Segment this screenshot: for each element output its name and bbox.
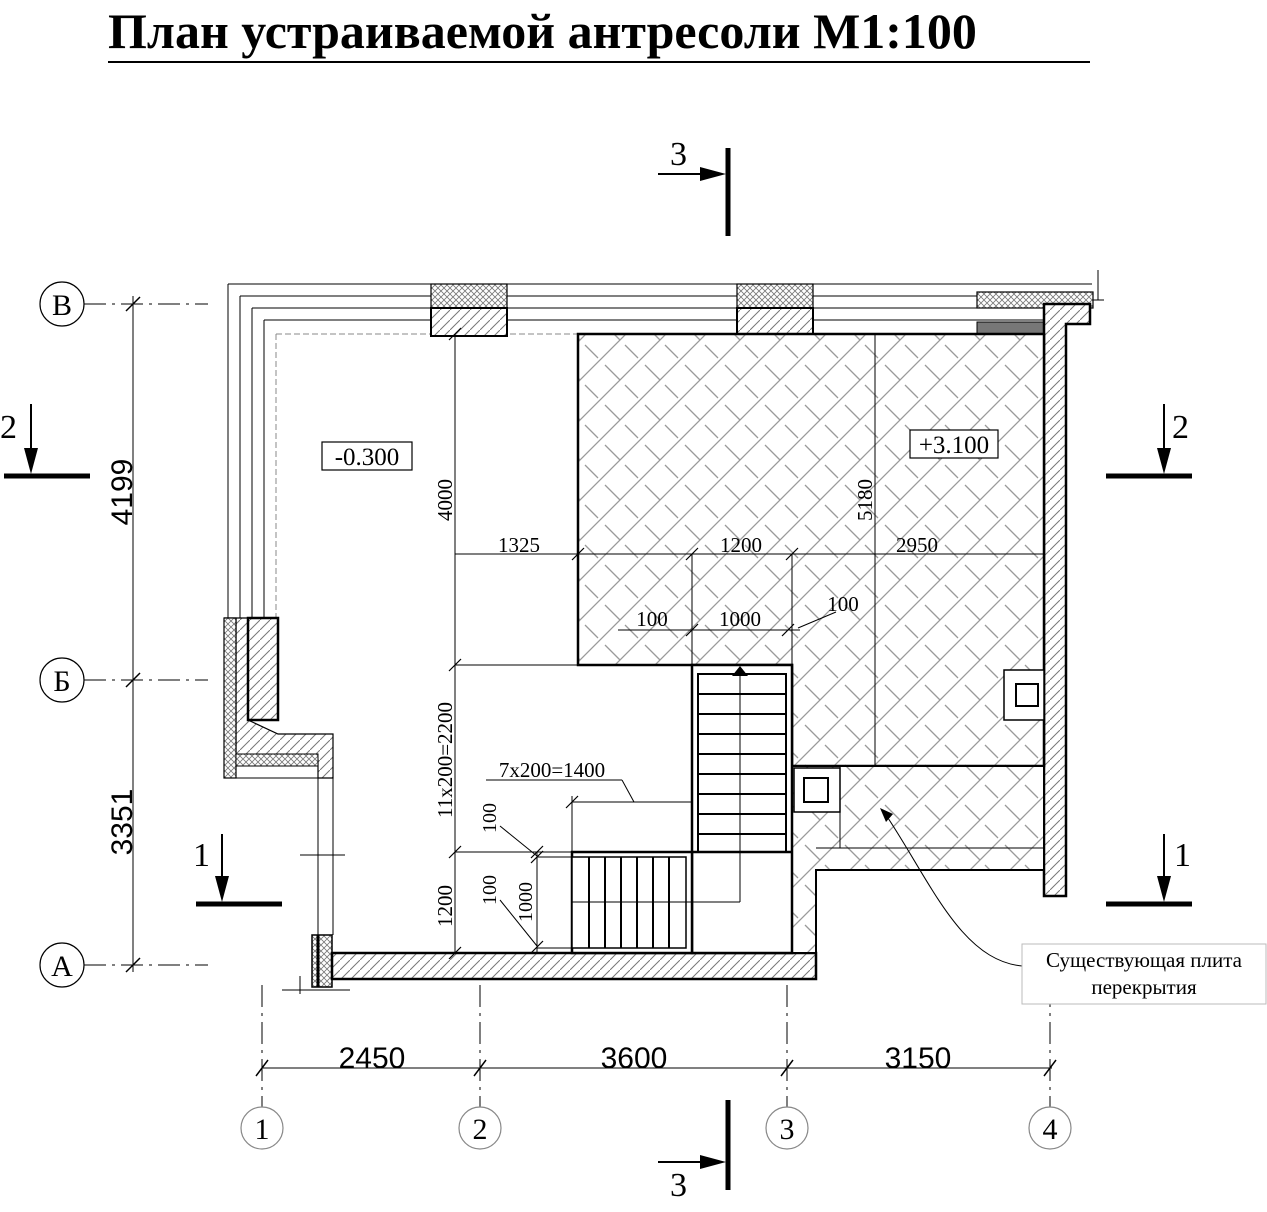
upper-stair-flight: [690, 663, 794, 955]
section-mark-2-left: 2: [0, 404, 90, 479]
axis-a-label: А: [51, 950, 73, 983]
dim-4000: 4000: [433, 479, 457, 521]
existing-slab-callout: Существующая плита перекрытия: [880, 808, 1267, 1005]
grid-row-v: В: [39, 281, 208, 327]
section-2-right-label: 2: [1172, 409, 1189, 446]
top-pier-1: [430, 283, 508, 337]
right-wall: [1042, 302, 1092, 898]
dim-100-left: 100: [636, 607, 668, 631]
stair-width-dim: [618, 611, 837, 637]
callout-line-2: перекрытия: [1091, 975, 1197, 999]
top-wall: [228, 270, 1104, 335]
section-mark-1-left: 1: [193, 834, 282, 907]
callout-line-1: Существующая плита: [1046, 948, 1243, 972]
lower-stair-flight: [570, 850, 740, 955]
vertical-dim-chain: [448, 327, 578, 960]
row-dim-3351: 3351: [106, 789, 139, 856]
dim-7x200: 7х200=1400: [499, 758, 605, 782]
grid-col-3: 3: [765, 985, 809, 1150]
lower-flight-dim: [499, 825, 572, 954]
mezzanine-level-text: +3.100: [919, 432, 989, 459]
lower-run-dim: [486, 779, 692, 852]
section-mark-3-bottom: 3: [658, 1100, 731, 1204]
dim-100-lower-bottom: 100: [479, 875, 501, 905]
col-dim-2450: 2450: [339, 1042, 406, 1075]
dim-1000-lower: 1000: [515, 882, 537, 922]
mezzanine-slab: [576, 332, 1046, 768]
section-3-top-label: 3: [670, 136, 687, 173]
dim-1200-stair: 1200: [720, 533, 762, 557]
dim-1200-landing: 1200: [433, 885, 457, 927]
grid-row-a: А: [39, 942, 208, 988]
row-dim-4199: 4199: [106, 459, 139, 526]
axis-b-label: Б: [53, 665, 70, 698]
axis-2-label: 2: [473, 1113, 488, 1146]
section-3-bottom-label: 3: [670, 1167, 687, 1204]
mezzanine-level-mark: +3.100: [909, 429, 999, 459]
floor-level-text: -0.300: [335, 444, 400, 471]
dim-5180: 5180: [853, 479, 877, 521]
left-wall: [227, 284, 277, 618]
dim-100-right: 100: [827, 592, 859, 616]
horizontal-dim-chain: [455, 547, 1044, 665]
dim-1325: 1325: [498, 533, 540, 557]
plan-title: План устраиваемой антресоли М1:100: [108, 3, 977, 59]
floor-level-mark: -0.300: [321, 441, 413, 471]
col-dim-3150: 3150: [885, 1042, 952, 1075]
section-mark-1-right: 1: [1106, 834, 1192, 907]
bottom-wall: [330, 951, 818, 981]
bottom-left-corner: [282, 934, 350, 994]
section-mark-2-right: 2: [1106, 404, 1192, 479]
grid-col-2: 2: [458, 985, 502, 1150]
left-pier: [223, 616, 345, 935]
axis-v-label: В: [52, 289, 72, 322]
duct-shaft-1: [1003, 669, 1045, 721]
axis-3-label: 3: [780, 1113, 795, 1146]
grid-col-1: 1: [240, 985, 284, 1150]
section-mark-3-top: 3: [658, 136, 731, 236]
duct-shaft-2: [793, 767, 841, 813]
section-1-left-label: 1: [193, 837, 210, 874]
dim-11x200: 11х200=2200: [433, 702, 457, 818]
top-pier-2: [736, 283, 814, 337]
section-2-left-label: 2: [0, 409, 17, 446]
grid-row-b: Б: [39, 657, 208, 703]
col-dim-3600: 3600: [601, 1042, 668, 1075]
axis-4-label: 4: [1043, 1113, 1058, 1146]
grid-col-4: 4: [1028, 985, 1072, 1150]
axis-1-label: 1: [255, 1113, 270, 1146]
section-1-right-label: 1: [1174, 837, 1191, 874]
dim-2950: 2950: [896, 533, 938, 557]
dim-1000-flight: 1000: [719, 607, 761, 631]
dim-100-lower-top: 100: [479, 803, 501, 833]
